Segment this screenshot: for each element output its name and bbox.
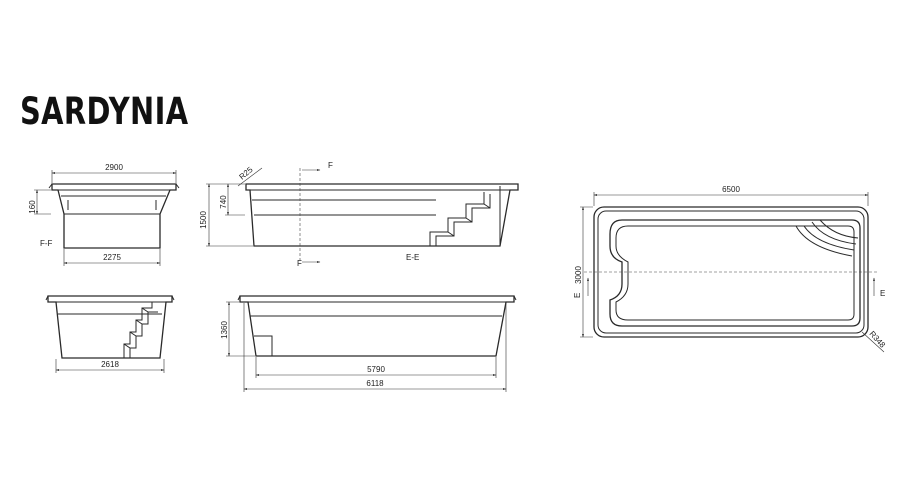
section-ee-view: R25 1500 740 F F E-E [199,161,519,268]
dim-1500: 1500 [199,211,208,229]
dim-r25: R25 [238,165,255,182]
dim-1360: 1360 [220,321,229,339]
section-ff-view: 2900 2275 160 F-F [28,163,180,266]
side-view: 1360 5790 6118 [220,295,517,392]
page-title: SARDYNIA [20,90,189,133]
end-view: 2618 [45,295,175,373]
dim-3000: 3000 [574,266,583,284]
cut-label-e-right: E [880,289,885,298]
section-label-ff: F-F [40,239,53,248]
dim-160: 160 [28,200,37,214]
dim-2900: 2900 [105,163,123,172]
dim-2275: 2275 [103,253,121,262]
cut-label-f-top: F [328,161,333,170]
dim-5790: 5790 [367,365,385,374]
section-label-ee: E-E [406,253,419,262]
dim-740: 740 [219,195,228,209]
cut-label-e-left: E [573,293,582,298]
plan-view: E E 6500 3000 R348 [573,185,887,353]
dim-2618: 2618 [101,360,119,369]
cut-label-f-bottom: F [297,259,302,268]
dim-6118: 6118 [366,379,384,388]
dim-6500: 6500 [722,185,740,194]
